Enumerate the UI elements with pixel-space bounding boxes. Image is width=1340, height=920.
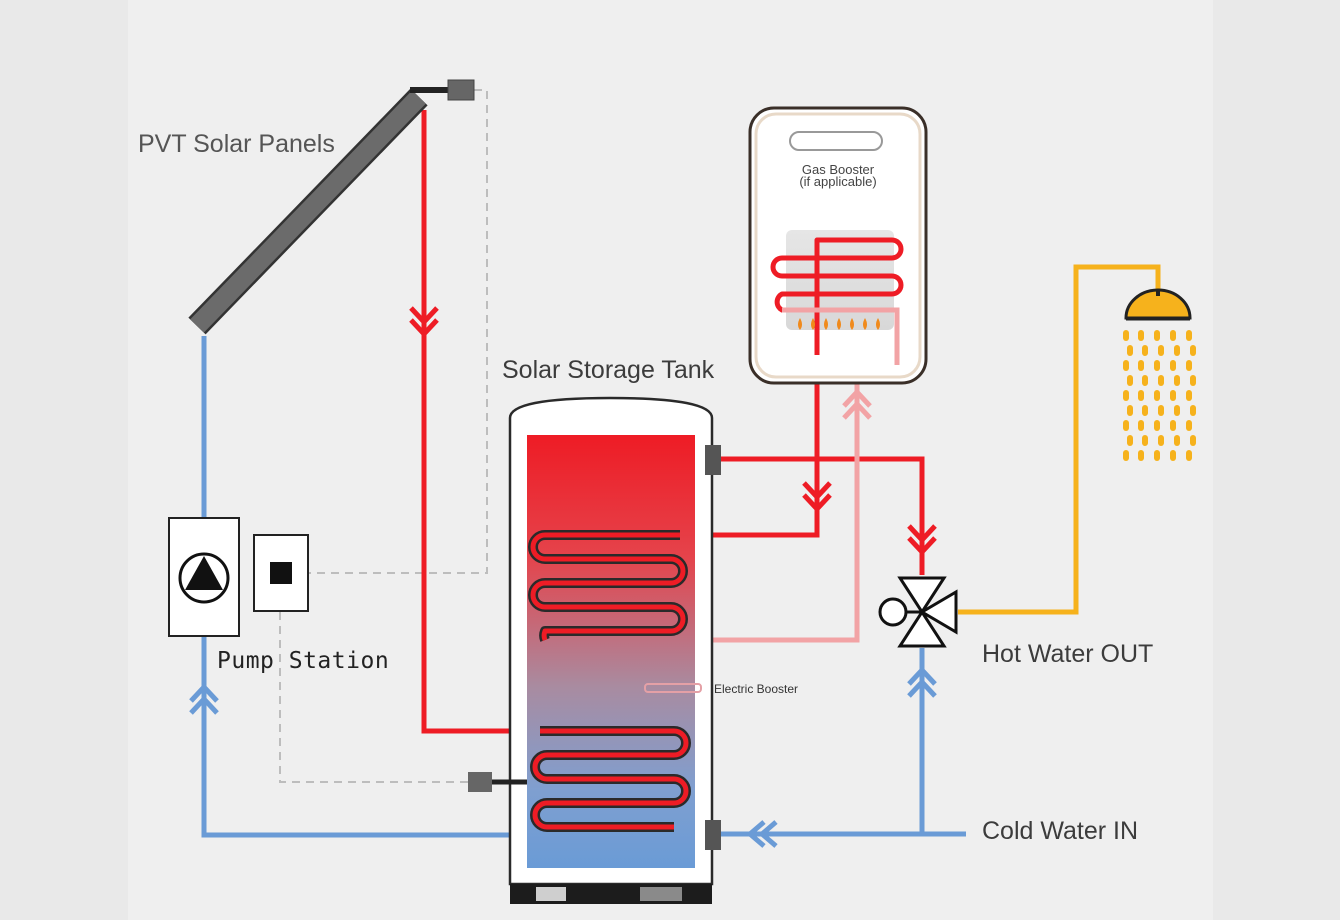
- water-drop: [1138, 330, 1144, 341]
- tank-sensor-line: [279, 612, 468, 783]
- water-drop: [1127, 375, 1133, 386]
- water-drop: [1127, 405, 1133, 416]
- arrow-up-icon: [907, 666, 937, 698]
- arrow-down-icon: [802, 481, 832, 513]
- water-drop: [1186, 390, 1192, 401]
- arrow-down-icon: [409, 306, 439, 338]
- gas-booster-label-line2: (if applicable): [799, 174, 877, 189]
- solar-storage-tank: [468, 396, 721, 904]
- pump-station-label: Pump Station: [217, 648, 390, 674]
- pvt-solar-panel: [188, 79, 475, 335]
- water-drop: [1186, 360, 1192, 371]
- water-drop: [1138, 360, 1144, 371]
- water-drop: [1170, 390, 1176, 401]
- water-drop: [1174, 345, 1180, 356]
- water-drop: [1138, 390, 1144, 401]
- water-drop: [1154, 330, 1160, 341]
- burner-flames-icon: [798, 318, 880, 330]
- electric-booster-element: [644, 683, 702, 693]
- controller-display-icon: [270, 562, 292, 584]
- gas-booster-feed-pipe: [680, 355, 820, 538]
- water-drop: [1127, 345, 1133, 356]
- pvt-panels-label: PVT Solar Panels: [138, 130, 335, 158]
- water-drop: [1190, 345, 1196, 356]
- water-drop: [1123, 420, 1129, 431]
- sensor-wiring: [279, 89, 488, 783]
- pump-station: [168, 517, 309, 637]
- electric-booster-label: Electric Booster: [714, 682, 799, 696]
- shower-head-icon: [1123, 288, 1196, 461]
- tank-hot-outlet: [705, 445, 721, 475]
- water-drop: [1138, 420, 1144, 431]
- water-drop: [1138, 450, 1144, 461]
- water-drop: [1154, 420, 1160, 431]
- shower-supply-pipe: [958, 264, 1161, 615]
- water-drop: [1186, 450, 1192, 461]
- tank-outlet-pipe: [720, 456, 925, 575]
- water-drop: [1186, 330, 1192, 341]
- water-drop: [1174, 375, 1180, 386]
- mixing-valve: [878, 576, 958, 648]
- tank-water: [527, 435, 695, 868]
- water-drop: [1154, 360, 1160, 371]
- arrow-up-icon: [189, 683, 219, 715]
- water-drop: [1142, 435, 1148, 446]
- water-drop: [1174, 405, 1180, 416]
- water-drop: [1123, 330, 1129, 341]
- water-drop: [1123, 390, 1129, 401]
- flow-arrows: [189, 306, 937, 848]
- gas-booster-coil: [770, 237, 904, 360]
- booster-return-pipe: [680, 368, 860, 643]
- water-drop: [1190, 435, 1196, 446]
- water-drop: [1158, 345, 1164, 356]
- arrow-down-icon: [907, 524, 937, 556]
- water-drop: [1158, 375, 1164, 386]
- water-drop: [1174, 435, 1180, 446]
- water-drop: [1170, 330, 1176, 341]
- shower-water-drops: [1123, 330, 1196, 461]
- pump-arrow-icon: [185, 556, 223, 590]
- water-drop: [1186, 420, 1192, 431]
- water-drop: [1170, 450, 1176, 461]
- collector-flow-pipe: [421, 110, 540, 734]
- panel-sensor-box: [447, 79, 475, 101]
- water-drop: [1158, 405, 1164, 416]
- water-drop: [1190, 375, 1196, 386]
- water-drop: [1142, 405, 1148, 416]
- water-drop: [1190, 405, 1196, 416]
- water-drop: [1154, 390, 1160, 401]
- water-drop: [1170, 360, 1176, 371]
- arrow-left-icon: [746, 820, 778, 848]
- water-drop: [1142, 345, 1148, 356]
- valve-actuator-icon: [878, 597, 908, 627]
- hot-water-out-label: Hot Water OUT: [982, 640, 1154, 668]
- cold-water-in-label: Cold Water IN: [982, 817, 1139, 845]
- tank-cold-inlet: [705, 820, 721, 850]
- panel-sensor-line: [308, 89, 488, 574]
- water-drop: [1123, 360, 1129, 371]
- gas-booster-label-line1: Gas Booster: [801, 162, 875, 177]
- water-drop: [1123, 450, 1129, 461]
- water-drop: [1127, 435, 1133, 446]
- gas-booster-display: [789, 131, 883, 151]
- storage-tank-label: Solar Storage Tank: [502, 356, 715, 384]
- gas-booster: [748, 106, 928, 385]
- tank-sensor-box: [468, 772, 492, 792]
- gas-booster-label: Gas Booster (if applicable): [770, 162, 906, 189]
- water-drop: [1142, 375, 1148, 386]
- water-drop: [1154, 450, 1160, 461]
- water-drop: [1158, 435, 1164, 446]
- arrow-up-icon: [842, 388, 872, 420]
- water-drop: [1170, 420, 1176, 431]
